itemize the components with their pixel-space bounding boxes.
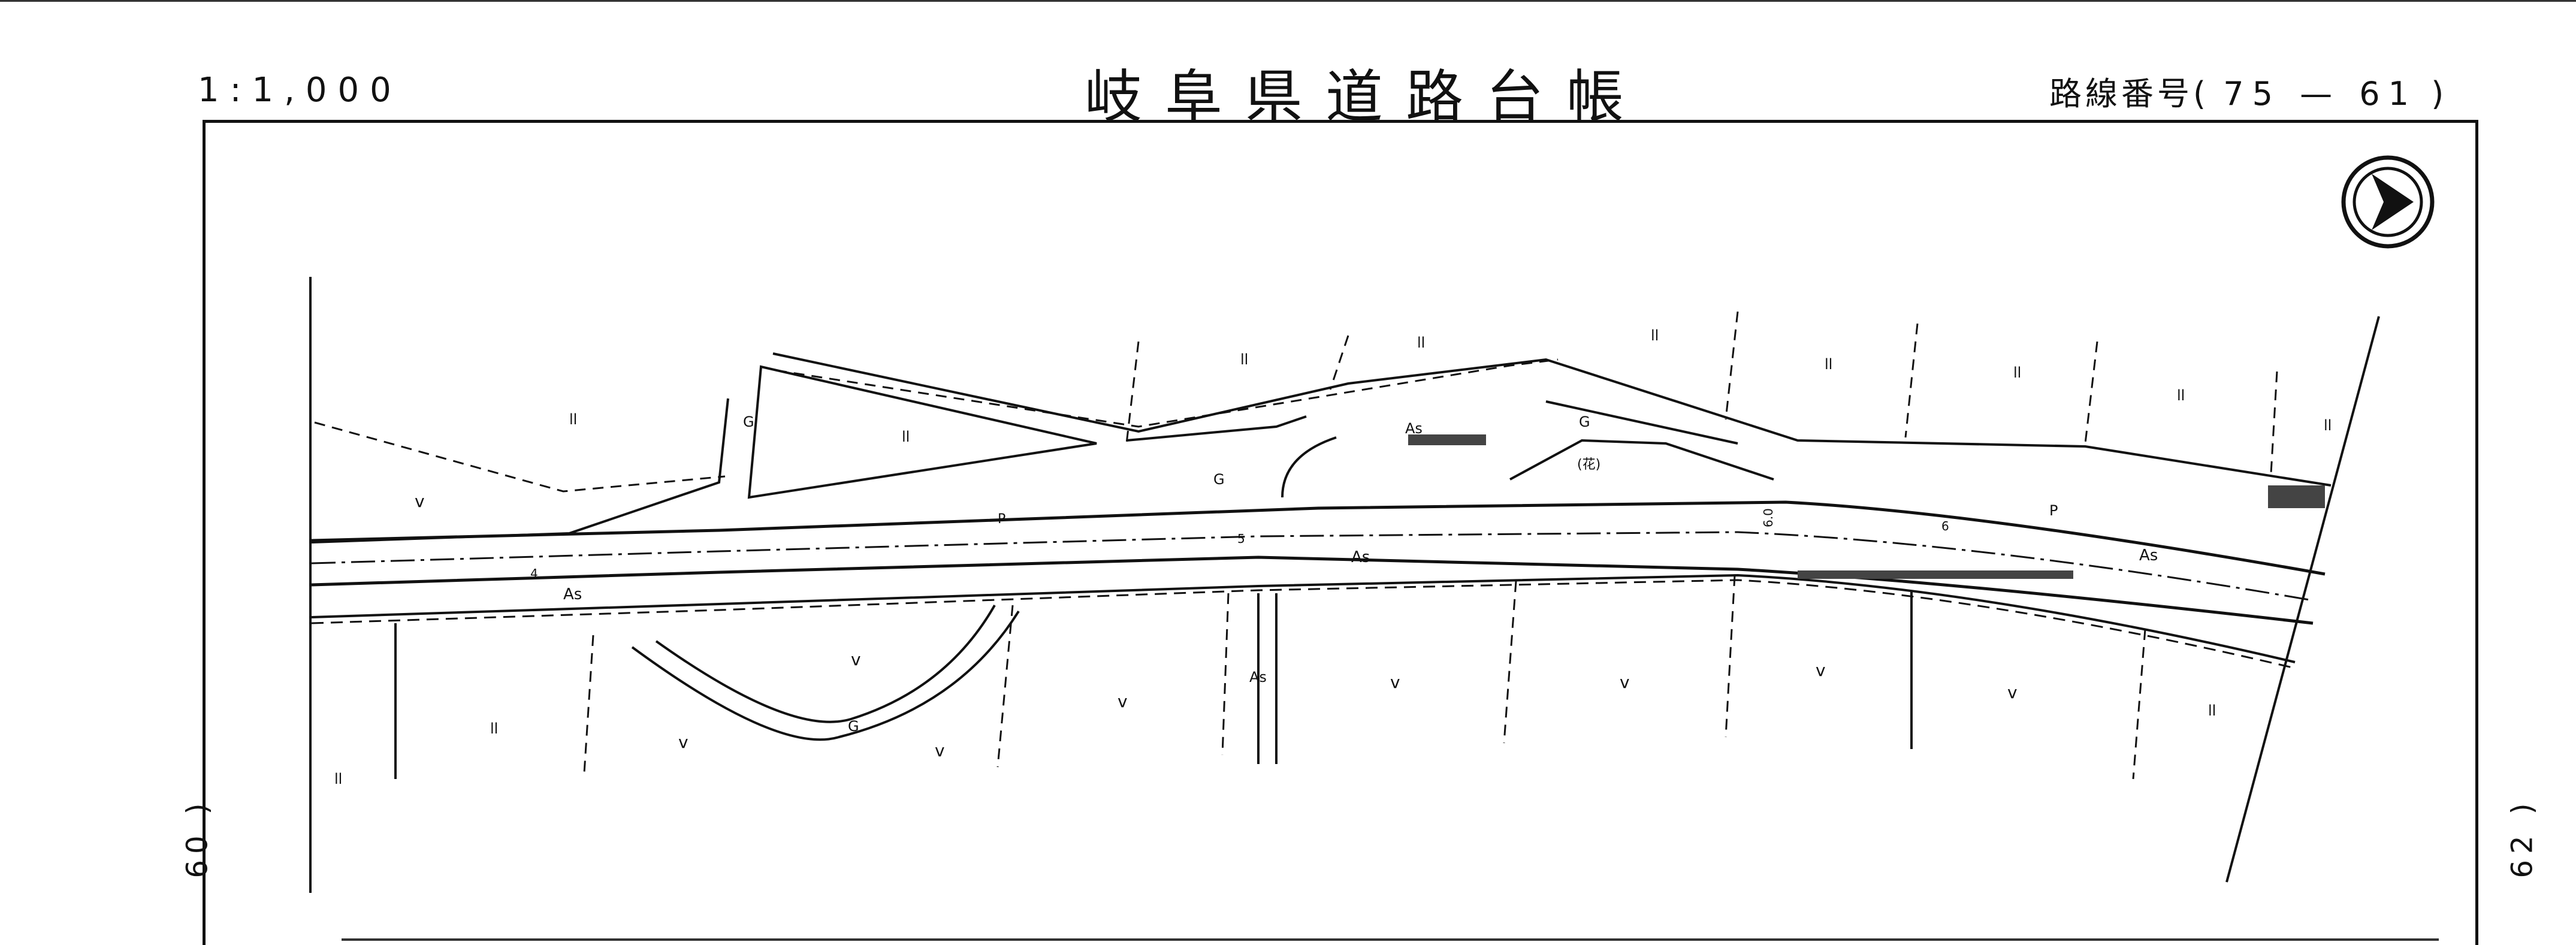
north-arrow-icon [2341, 155, 2435, 249]
field-mark-3: ll [1240, 351, 1248, 368]
label-g-3: G [1579, 413, 1590, 430]
boundary-dash-left [314, 421, 726, 493]
field-mark-9: ll [2324, 417, 2332, 434]
road-width: 6.0 [1761, 508, 1775, 527]
label-p-1: P [998, 512, 1005, 527]
road-boundary-lower [311, 579, 2296, 669]
upper-side-roads [311, 352, 2332, 544]
hatched-area-lower [1798, 570, 2073, 579]
field-mark-10: ll [490, 720, 498, 737]
label-as-upper: As [1405, 420, 1423, 437]
lower-side-roads [394, 590, 1913, 779]
farm-mark-2: v [851, 650, 861, 669]
farm-mark-4: v [935, 741, 945, 760]
farm-mark-6: v [1390, 672, 1400, 692]
road-centerline [311, 531, 2314, 602]
page-title: 岐阜県道路台帳 [1085, 64, 1647, 131]
farm-mark-1: v [415, 491, 425, 511]
label-g-4: G [848, 718, 859, 735]
label-flower: (花) [1577, 457, 1600, 472]
label-g-1: G [743, 413, 754, 430]
map-scale: 1:1,000 [198, 71, 402, 110]
label-as-center: As [1351, 548, 1370, 566]
boundary-dash-upper [775, 358, 1559, 428]
route-suffix: ) [2431, 75, 2448, 113]
map-bottom-border [342, 938, 2439, 941]
route-number: 路線番号( 75 — 61 ) [2049, 67, 2447, 114]
field-mark-6: ll [1825, 356, 1832, 373]
label-p-2: P [2049, 502, 2058, 519]
map-frame [203, 120, 2478, 945]
farm-mark-9: v [2007, 683, 2018, 702]
route-number-value: 75 — 61 [2223, 75, 2418, 113]
label-as-right: As [2139, 547, 2158, 564]
hatched-area-upper [1408, 434, 1486, 445]
farm-mark-5: v [1118, 692, 1128, 711]
label-as-left: As [563, 585, 582, 603]
field-mark-12: ll [2208, 702, 2216, 719]
farm-mark-7: v [1620, 672, 1630, 692]
sheet-top-border [0, 0, 2576, 2]
field-mark-11: ll [334, 771, 342, 787]
station-4: 4 [530, 566, 538, 581]
station-6: 6 [1941, 519, 1949, 533]
field-mark-1: ll [569, 411, 577, 428]
main-road [311, 500, 2326, 663]
label-as-lower: As [1249, 669, 1267, 686]
station-5: 5 [1237, 532, 1245, 546]
label-g-2: G [1213, 471, 1225, 488]
hatched-area-right [2268, 485, 2325, 508]
route-prefix: 路線番号( [2049, 75, 2210, 113]
field-mark-5: ll [1651, 327, 1659, 344]
farm-mark-3: v [678, 732, 688, 752]
field-mark-7: ll [2013, 364, 2021, 381]
field-mark-4: ll [1417, 334, 1425, 351]
parcel-boundaries [583, 311, 2278, 780]
field-mark-2: ll [902, 428, 910, 445]
farm-mark-8: v [1816, 660, 1826, 680]
field-mark-8: ll [2177, 387, 2185, 404]
